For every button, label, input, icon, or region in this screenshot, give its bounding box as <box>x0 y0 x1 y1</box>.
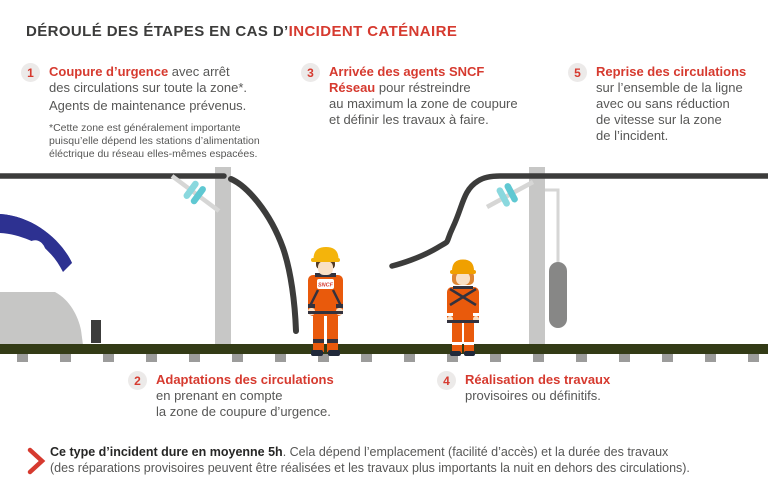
sncf-worker-right <box>447 259 479 356</box>
step-4-heading: Réalisation des travaux <box>465 372 611 387</box>
step-1-number-badge: 1 <box>21 63 40 82</box>
step-5: 5 Reprise des circulations sur l’ensembl… <box>568 63 747 144</box>
catenary-pole-left <box>215 167 231 345</box>
step-3-text: Arrivée des agents SNCF Réseau pour rést… <box>329 64 518 127</box>
footer-note: Ce type d’incident dure en moyenne 5h. C… <box>50 445 690 475</box>
step-number: 3 <box>307 65 314 80</box>
step-2: 2 Adaptations des circulations en prenan… <box>128 371 334 420</box>
hard-hat-yellow <box>313 247 339 259</box>
step-3-number-badge: 3 <box>301 63 320 82</box>
sncf-worker-left: SNCF <box>308 247 343 356</box>
page-title-highlight: INCIDENT CATÉNAIRE <box>288 23 458 40</box>
train-windshield <box>17 240 48 288</box>
page-title-prefix: DÉROULÉ DES ÉTAPES EN CAS D’ <box>26 23 289 40</box>
broken-wire-right <box>389 173 768 269</box>
step-number: 2 <box>134 373 141 388</box>
step-2-text: Adaptations des circulations en prenant … <box>156 372 334 419</box>
stay-wire-left <box>170 174 221 213</box>
chevron-right-icon <box>27 447 46 475</box>
step-3: 3 Arrivée des agents SNCF Réseau pour ré… <box>301 63 518 128</box>
step-2-number-badge: 2 <box>128 371 147 390</box>
catenary-pole-right <box>529 167 545 345</box>
hard-hat-orange <box>452 259 474 271</box>
step-number: 5 <box>574 65 581 80</box>
tension-weight <box>545 188 567 328</box>
train-bumper <box>91 320 101 343</box>
step-number: 4 <box>443 373 450 388</box>
page-title: DÉROULÉ DES ÉTAPES EN CAS D’INCIDENT CAT… <box>26 23 457 40</box>
worker-face <box>318 261 333 275</box>
step-4-number-badge: 4 <box>437 371 456 390</box>
step-3-heading: Arrivée des agents SNCF <box>329 64 485 79</box>
sncf-badge-text: SNCF <box>318 283 334 289</box>
rail-ties <box>17 354 759 362</box>
railway-track <box>0 344 768 354</box>
insulator-left-icon <box>183 180 206 205</box>
step-5-text: Reprise des circulations sur l’ensemble … <box>596 64 747 143</box>
train-icon <box>0 214 101 345</box>
step-5-heading: Reprise des circulations <box>596 64 747 79</box>
step-4-text: Réalisation des travaux provisoires ou d… <box>465 372 611 403</box>
sncf-badge <box>317 279 334 289</box>
step-5-number-badge: 5 <box>568 63 587 82</box>
footer-note-bold: Ce type d’incident dure en moyenne 5h <box>50 445 283 459</box>
broken-wire-left <box>228 176 299 334</box>
step-4: 4 Réalisation des travaux provisoires ou… <box>437 371 611 404</box>
step-1-footnote: *Cette zone est généralement importante … <box>49 122 260 160</box>
step-2-heading: Adaptations des circulations <box>156 372 334 387</box>
step-number: 1 <box>27 65 34 80</box>
step-1-text: Coupure d’urgence avec arrêt des circula… <box>49 64 260 160</box>
step-1: 1 Coupure d’urgence avec arrêt des circu… <box>21 63 260 161</box>
step-1-heading: Coupure d’urgence <box>49 64 169 79</box>
worker-face <box>456 272 470 285</box>
insulator-right-icon <box>496 183 518 207</box>
